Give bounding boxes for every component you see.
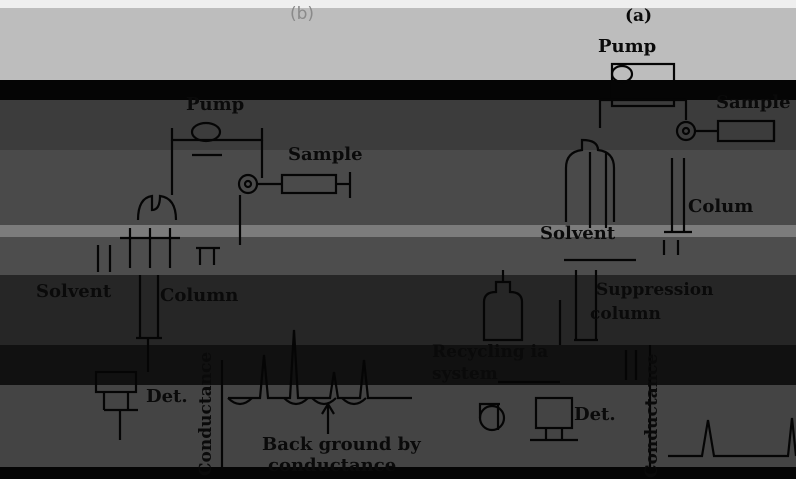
right-sample-label: Sample [716, 92, 791, 113]
right-conductance-axis-label: Conductance [642, 353, 662, 478]
right-suppression-label-line2: column [590, 304, 661, 324]
right-pump-symbol [598, 62, 688, 128]
right-pump-label: Pump [598, 36, 657, 57]
left-solvent-reservoir [96, 194, 220, 272]
left-solvent-label: Solvent [36, 281, 112, 302]
right-column-label: Colum [688, 196, 754, 217]
left-detector-label: Det. [146, 386, 188, 407]
left-pump-label: Pump [186, 94, 245, 115]
left-background-label-line2: conductance [268, 455, 397, 476]
dark-band-1 [0, 80, 796, 100]
left-background-label-line1: Back ground by [262, 434, 421, 455]
left-sample-injector [237, 172, 352, 245]
left-pump-symbol [170, 121, 264, 195]
dark-band-2 [0, 275, 796, 345]
right-solvent-reservoir [564, 138, 616, 228]
right-suppression-column [558, 258, 636, 345]
top-edge-strip [0, 0, 796, 8]
right-detector-and-pump [478, 396, 578, 442]
right-column [662, 158, 692, 255]
right-detector-label: Det. [574, 404, 616, 425]
right-panel-tag: (a) [625, 6, 653, 26]
left-column [136, 275, 162, 372]
left-column-label: Column [160, 285, 239, 306]
right-chromatogram-axes [624, 345, 796, 470]
left-conductance-axis-label: Conductance [196, 351, 216, 476]
right-solvent-label: Solvent [540, 223, 616, 244]
bottom-dark-band [0, 467, 796, 479]
left-panel-tag: (b) [290, 4, 315, 24]
mid-band-1 [0, 100, 796, 150]
light-strip [0, 225, 796, 237]
right-recycling-label-line1: Recycling ia [432, 342, 549, 362]
left-detector [94, 370, 138, 440]
left-chromatogram-axes [220, 329, 412, 470]
dark-band-3 [0, 345, 796, 385]
mid-band-2 [0, 150, 796, 225]
right-suppression-label-line1: Suppression [596, 280, 714, 300]
right-sample-injector [675, 119, 776, 143]
right-recycling-system [482, 270, 560, 384]
left-sample-label: Sample [288, 144, 363, 165]
right-recycling-label-line2: system [432, 364, 498, 384]
top-light-band [0, 0, 796, 80]
